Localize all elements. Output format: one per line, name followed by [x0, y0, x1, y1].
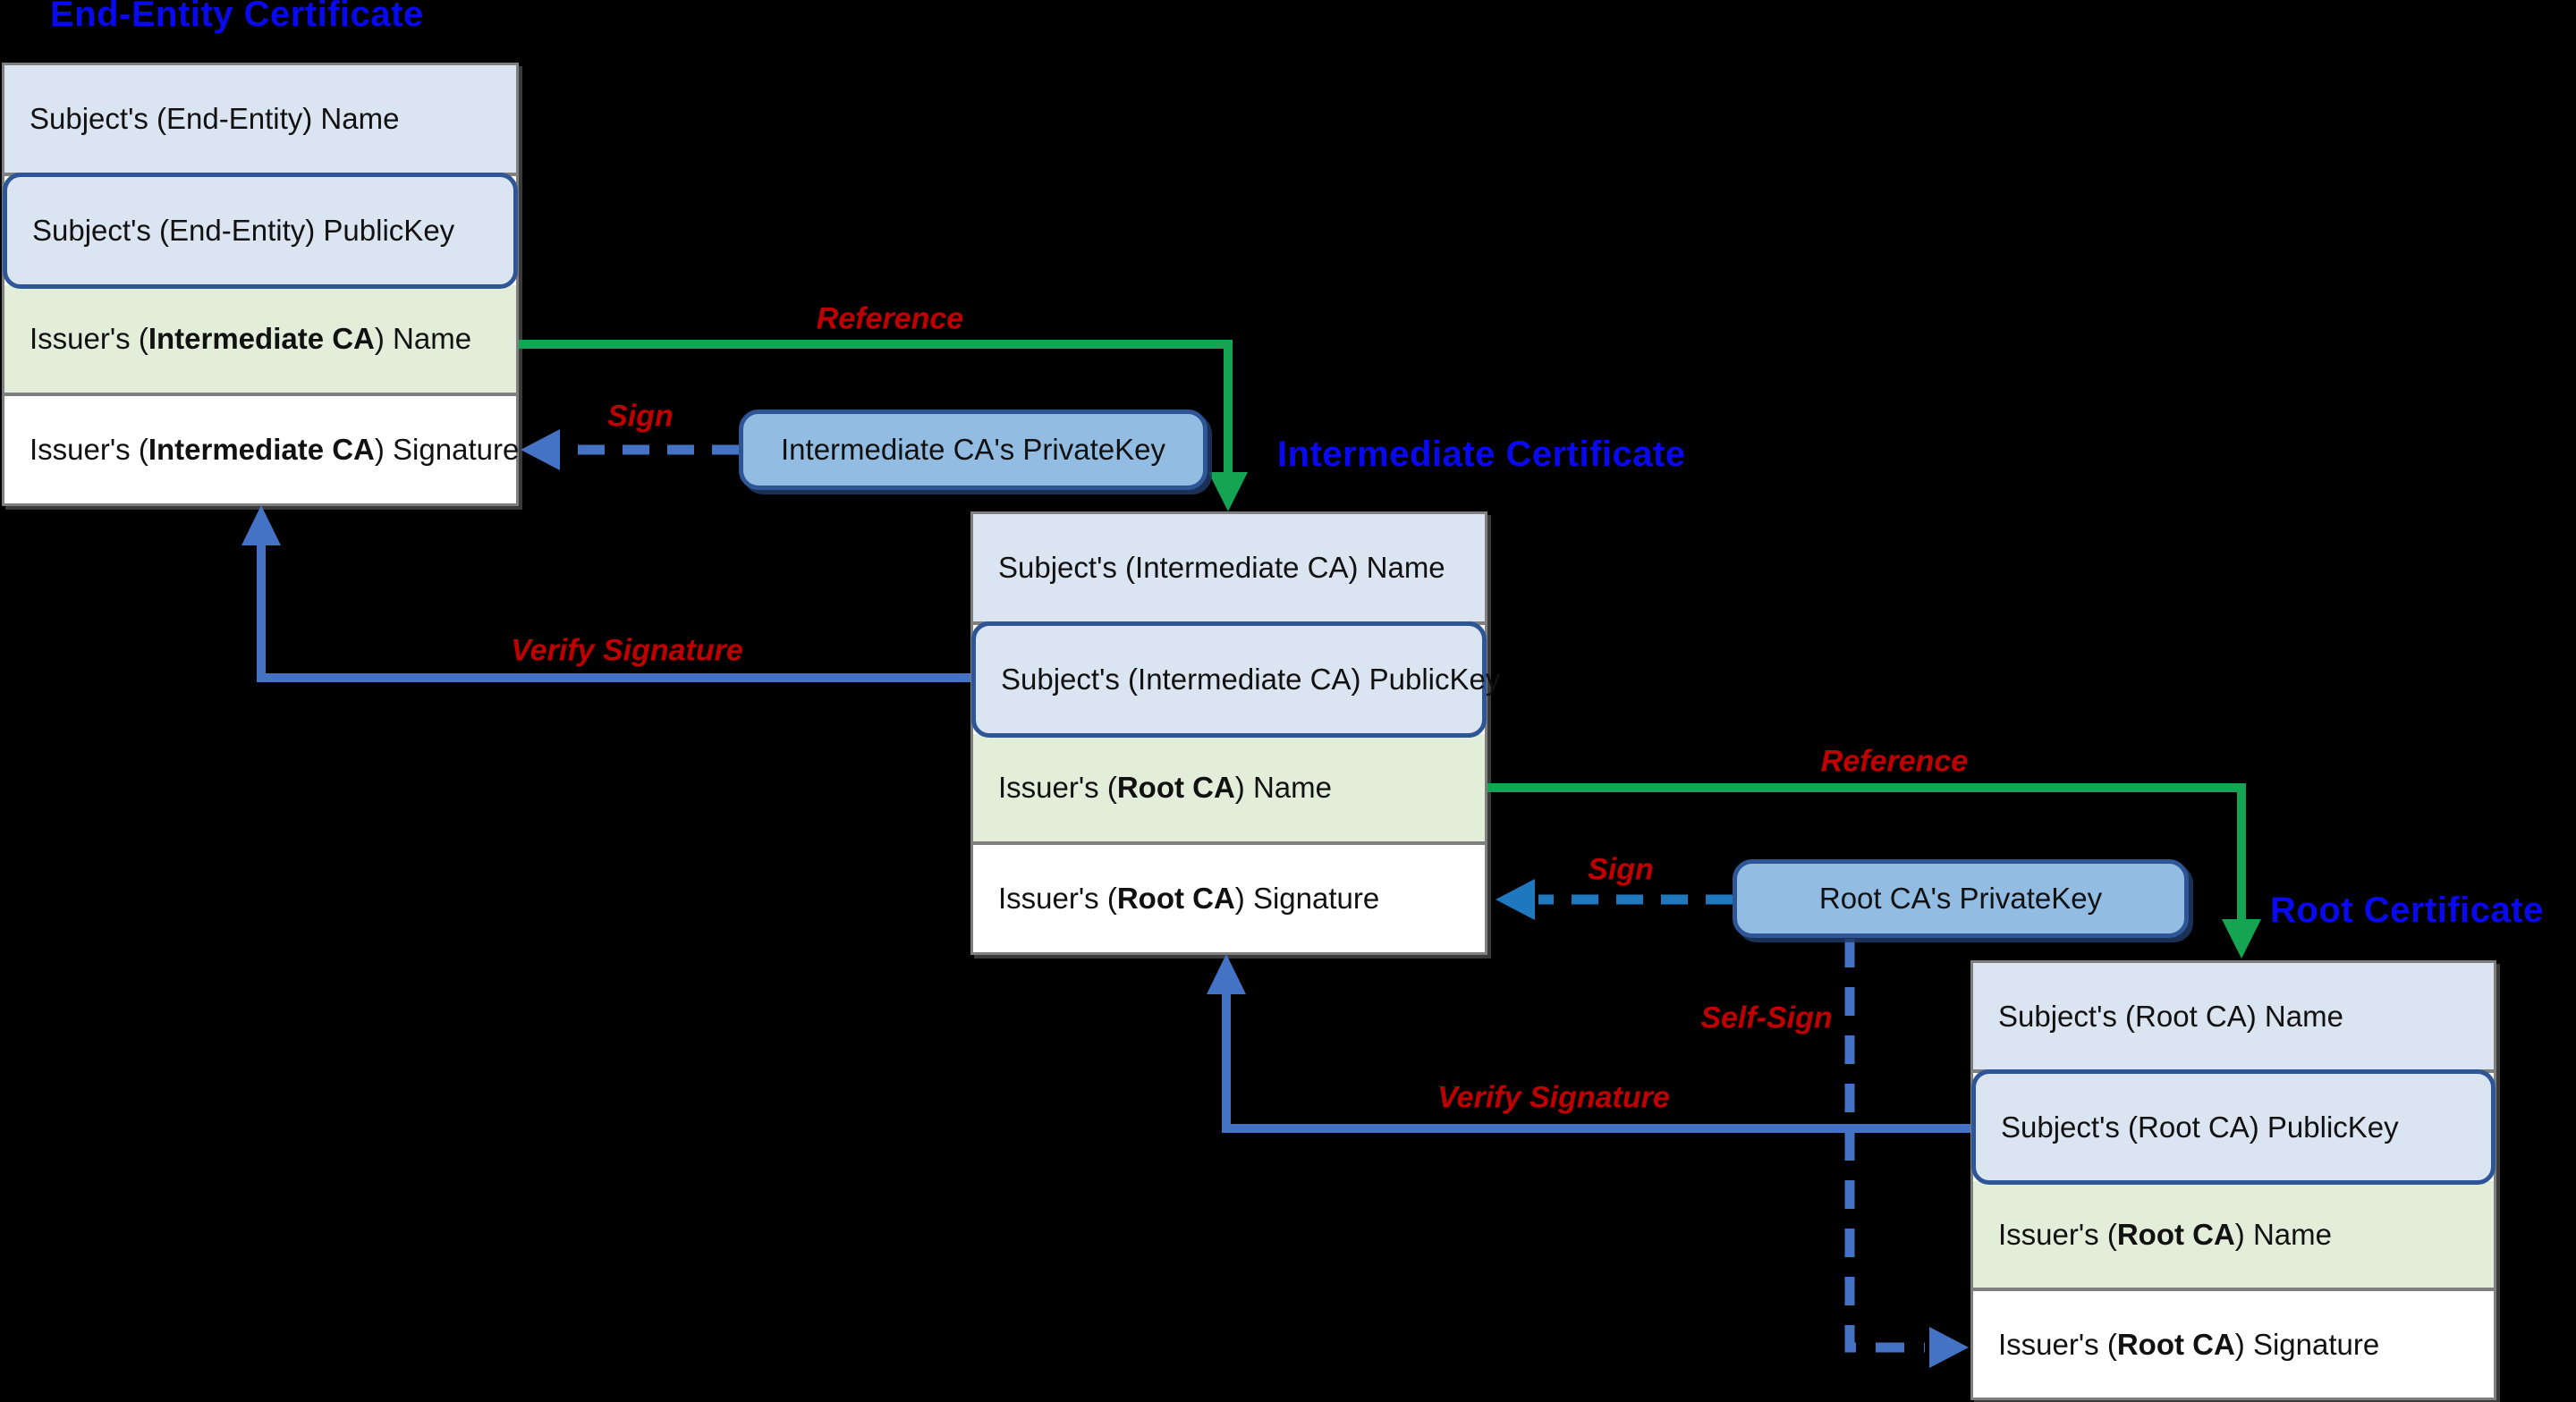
- arrowhead-left-icon: [1496, 879, 1535, 920]
- row-issuer-name: Issuer's (Root CA) Name: [973, 734, 1485, 845]
- label-reference-1: Reference: [816, 301, 964, 336]
- row-text: Subject's (End-Entity) PublicKey: [32, 214, 455, 247]
- verify-signature-arrow-2: [1222, 994, 1970, 1133]
- label-sign-2: Sign: [1588, 852, 1654, 887]
- label-verify-signature-2: Verify Signature: [1437, 1080, 1670, 1115]
- row-text-bold: Root CA: [2116, 1217, 2235, 1251]
- row-subject-publickey: Subject's (End-Entity) PublicKey: [3, 173, 518, 289]
- cert-box-end-entity: Subject's (End-Entity) Name Subject's (E…: [2, 63, 519, 506]
- privatekey-box-root: Root CA's PrivateKey: [1733, 859, 2189, 938]
- row-text: Issuer's (: [1998, 1217, 2117, 1251]
- row-text: ) Name: [2234, 1217, 2332, 1251]
- row-text-bold: Intermediate CA: [148, 433, 375, 466]
- row-text-bold: Root CA: [2116, 1327, 2235, 1361]
- title-root-certificate: Root Certificate: [2270, 891, 2544, 930]
- self-sign-arrow: [1844, 939, 1925, 1353]
- arrowhead-down-icon: [2222, 919, 2261, 959]
- privatekey-label: Intermediate CA's PrivateKey: [781, 433, 1165, 466]
- privatekey-box-intermediate: Intermediate CA's PrivateKey: [739, 410, 1208, 490]
- row-text: Issuer's (: [998, 771, 1117, 804]
- row-text: Issuer's (: [30, 433, 148, 466]
- row-text: ) Signature: [2234, 1327, 2380, 1361]
- row-text: Subject's (Intermediate CA) Name: [998, 551, 1445, 584]
- arrowhead-left-icon: [521, 429, 560, 470]
- label-reference-2: Reference: [1820, 744, 1969, 779]
- row-text: Subject's (Root CA) Name: [1998, 999, 2343, 1033]
- row-issuer-signature: Issuer's (Intermediate CA) Signature: [4, 396, 520, 503]
- row-text: Subject's (Intermediate CA) PublicKey: [1001, 663, 1501, 696]
- row-text-bold: Root CA: [1116, 882, 1235, 915]
- row-text-bold: Intermediate CA: [148, 322, 375, 355]
- row-issuer-name: Issuer's (Root CA) Name: [1973, 1181, 2494, 1291]
- title-end-entity-certificate: End-Entity Certificate: [50, 0, 424, 34]
- arrowhead-down-icon: [1208, 472, 1248, 511]
- reference-arrow-1: [519, 340, 1233, 476]
- reference-arrow-2: [1487, 783, 2246, 923]
- label-verify-signature-1: Verify Signature: [511, 633, 743, 668]
- cert-box-root: Subject's (Root CA) Name Subject's (Root…: [1970, 960, 2496, 1400]
- arrowhead-right-icon: [1929, 1327, 1969, 1368]
- row-text-bold: Root CA: [1116, 771, 1235, 804]
- cert-box-intermediate: Subject's (Intermediate CA) Name Subject…: [970, 511, 1500, 955]
- arrowhead-up-icon: [242, 505, 281, 545]
- row-text: Subject's (End-Entity) Name: [30, 102, 400, 135]
- label-sign-1: Sign: [607, 399, 674, 434]
- row-text: ) Name: [1234, 771, 1332, 804]
- row-subject-publickey: Subject's (Intermediate CA) PublicKey: [971, 621, 1500, 738]
- row-text: ) Signature: [1234, 882, 1380, 915]
- row-issuer-signature: Issuer's (Root CA) Signature: [1973, 1291, 2494, 1398]
- row-text: ) Name: [374, 322, 472, 355]
- arrowhead-up-icon: [1207, 954, 1246, 994]
- verify-signature-arrow-1: [257, 545, 970, 682]
- row-issuer-name: Issuer's (Intermediate CA) Name: [4, 285, 516, 396]
- row-text: Subject's (Root CA) PublicKey: [2001, 1110, 2399, 1144]
- row-issuer-signature: Issuer's (Root CA) Signature: [973, 845, 1485, 952]
- privatekey-label: Root CA's PrivateKey: [1818, 882, 2103, 915]
- title-intermediate-certificate: Intermediate Certificate: [1277, 435, 1686, 474]
- row-text: Issuer's (: [998, 882, 1117, 915]
- row-text: ) Signature: [374, 433, 520, 466]
- row-text: Issuer's (: [1998, 1327, 2117, 1361]
- row-text: Issuer's (: [30, 322, 148, 355]
- label-self-sign: Self-Sign: [1700, 1001, 1833, 1035]
- row-subject-publickey: Subject's (Root CA) PublicKey: [1971, 1069, 2496, 1185]
